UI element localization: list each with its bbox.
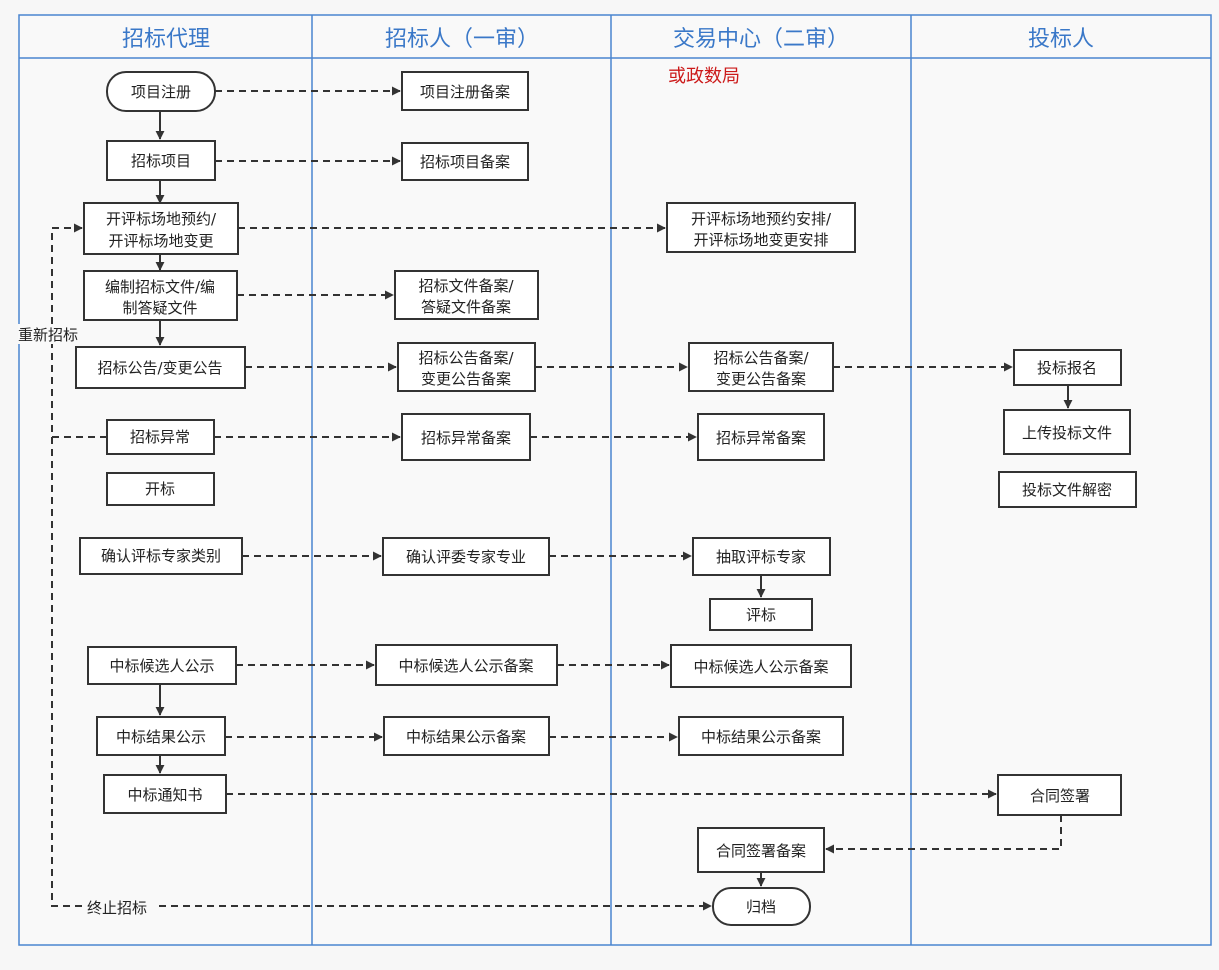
node-bid-decryption: 投标文件解密 [998, 471, 1137, 508]
svg-text:评标: 评标 [746, 606, 776, 624]
svg-text:上传投标文件: 上传投标文件 [1022, 424, 1112, 442]
svg-text:项目注册备案: 项目注册备案 [420, 83, 510, 101]
svg-text:合同签署: 合同签署 [1030, 787, 1090, 805]
svg-text:招标异常备案: 招标异常备案 [421, 429, 511, 447]
lane-header-agency: 招标代理 [122, 27, 210, 52]
node-contract-signing: 合同签署 [997, 774, 1122, 816]
svg-text:变更公告备案: 变更公告备案 [716, 370, 806, 388]
node-announcement-filing-1: 招标公告备案/ 变更公告备案 [397, 342, 536, 392]
svg-text:开评标场地变更安排: 开评标场地变更安排 [693, 231, 828, 249]
svg-text:合同签署备案: 合同签署备案 [716, 842, 806, 860]
svg-text:中标结果公示备案: 中标结果公示备案 [701, 728, 821, 746]
node-bid-registration: 投标报名 [1013, 349, 1122, 386]
node-tender-project: 招标项目 [106, 140, 216, 181]
node-confirm-expert-specialty: 确认评委专家专业 [382, 537, 550, 576]
svg-text:开标: 开标 [145, 480, 175, 498]
node-prepare-tender-docs: 编制招标文件/编 制答疑文件 [83, 270, 238, 321]
node-project-registration: 项目注册 [106, 71, 216, 112]
annotation-gov-data-bureau: 或政数局 [668, 66, 740, 87]
node-contract-filing: 合同签署备案 [697, 827, 825, 873]
node-tender-exception: 招标异常 [106, 419, 215, 455]
node-venue-booking: 开评标场地预约/ 开评标场地变更 [83, 202, 239, 255]
svg-text:招标公告备案/: 招标公告备案/ [418, 349, 514, 367]
svg-text:开评标场地变更: 开评标场地变更 [108, 232, 213, 250]
node-registration-filing: 项目注册备案 [401, 71, 529, 111]
node-project-filing: 招标项目备案 [401, 142, 529, 181]
node-confirm-expert-category: 确认评标专家类别 [79, 537, 243, 575]
node-bid-opening: 开标 [106, 472, 215, 506]
svg-text:招标项目备案: 招标项目备案 [420, 153, 510, 171]
node-tender-announcement: 招标公告/变更公告 [75, 346, 246, 389]
svg-text:确认评标专家类别: 确认评标专家类别 [101, 547, 221, 565]
svg-text:招标异常: 招标异常 [130, 428, 190, 446]
node-evaluation: 评标 [709, 598, 813, 631]
lane-header-tenderer: 招标人（一审） [385, 27, 539, 52]
restart-tender-label: 重新招标 [18, 326, 78, 344]
svg-text:编制招标文件/编: 编制招标文件/编 [105, 278, 215, 296]
svg-text:开评标场地预约安排/: 开评标场地预约安排/ [691, 210, 832, 228]
node-announcement-filing-2: 招标公告备案/ 变更公告备案 [688, 342, 834, 392]
svg-text:中标候选人公示备案: 中标候选人公示备案 [398, 657, 533, 675]
svg-text:中标结果公示: 中标结果公示 [116, 728, 206, 746]
node-result-publicity: 中标结果公示 [96, 716, 226, 756]
node-docs-filing: 招标文件备案/ 答疑文件备案 [394, 270, 539, 320]
svg-text:归档: 归档 [746, 898, 776, 916]
svg-text:变更公告备案: 变更公告备案 [421, 370, 511, 388]
svg-text:项目注册: 项目注册 [131, 83, 191, 101]
svg-text:招标异常备案: 招标异常备案 [716, 429, 806, 447]
svg-text:中标候选人公示: 中标候选人公示 [109, 657, 214, 675]
node-candidate-publicity: 中标候选人公示 [87, 646, 237, 685]
terminate-label-bg [82, 897, 156, 917]
node-archive: 归档 [712, 887, 811, 926]
svg-text:开评标场地预约/: 开评标场地预约/ [106, 210, 217, 228]
node-candidate-filing-2: 中标候选人公示备案 [670, 644, 852, 688]
node-result-filing-2: 中标结果公示备案 [678, 716, 844, 756]
node-award-notice: 中标通知书 [103, 774, 227, 814]
svg-text:招标公告/变更公告: 招标公告/变更公告 [97, 359, 222, 377]
svg-text:制答疑文件: 制答疑文件 [122, 299, 197, 317]
svg-text:招标公告备案/: 招标公告备案/ [713, 349, 809, 367]
node-result-filing-1: 中标结果公示备案 [383, 716, 550, 756]
node-candidate-filing-1: 中标候选人公示备案 [375, 644, 558, 686]
svg-text:确认评委专家专业: 确认评委专家专业 [406, 548, 526, 566]
svg-text:中标通知书: 中标通知书 [127, 786, 202, 804]
node-exception-filing-1: 招标异常备案 [401, 413, 531, 461]
connectors [51, 86, 1073, 911]
node-venue-arrangement: 开评标场地预约安排/ 开评标场地变更安排 [666, 202, 856, 253]
lane-header-trading-center: 交易中心（二审） [673, 27, 849, 52]
terminate-tender-label: 终止招标 [87, 899, 147, 917]
svg-text:中标候选人公示备案: 中标候选人公示备案 [693, 658, 828, 676]
node-upload-bid-docs: 上传投标文件 [1003, 409, 1131, 455]
svg-text:抽取评标专家: 抽取评标专家 [716, 548, 806, 566]
svg-text:投标文件解密: 投标文件解密 [1022, 481, 1112, 499]
restart-label-bg [18, 324, 84, 344]
node-exception-filing-2: 招标异常备案 [697, 413, 825, 461]
svg-text:招标项目: 招标项目 [131, 152, 191, 170]
svg-text:招标文件备案/: 招标文件备案/ [418, 277, 514, 295]
svg-text:中标结果公示备案: 中标结果公示备案 [406, 728, 526, 746]
node-draw-experts: 抽取评标专家 [692, 537, 831, 576]
svg-text:投标报名: 投标报名 [1037, 359, 1097, 377]
lane-header-bidder: 投标人 [1028, 27, 1094, 52]
svg-text:答疑文件备案: 答疑文件备案 [421, 298, 511, 316]
